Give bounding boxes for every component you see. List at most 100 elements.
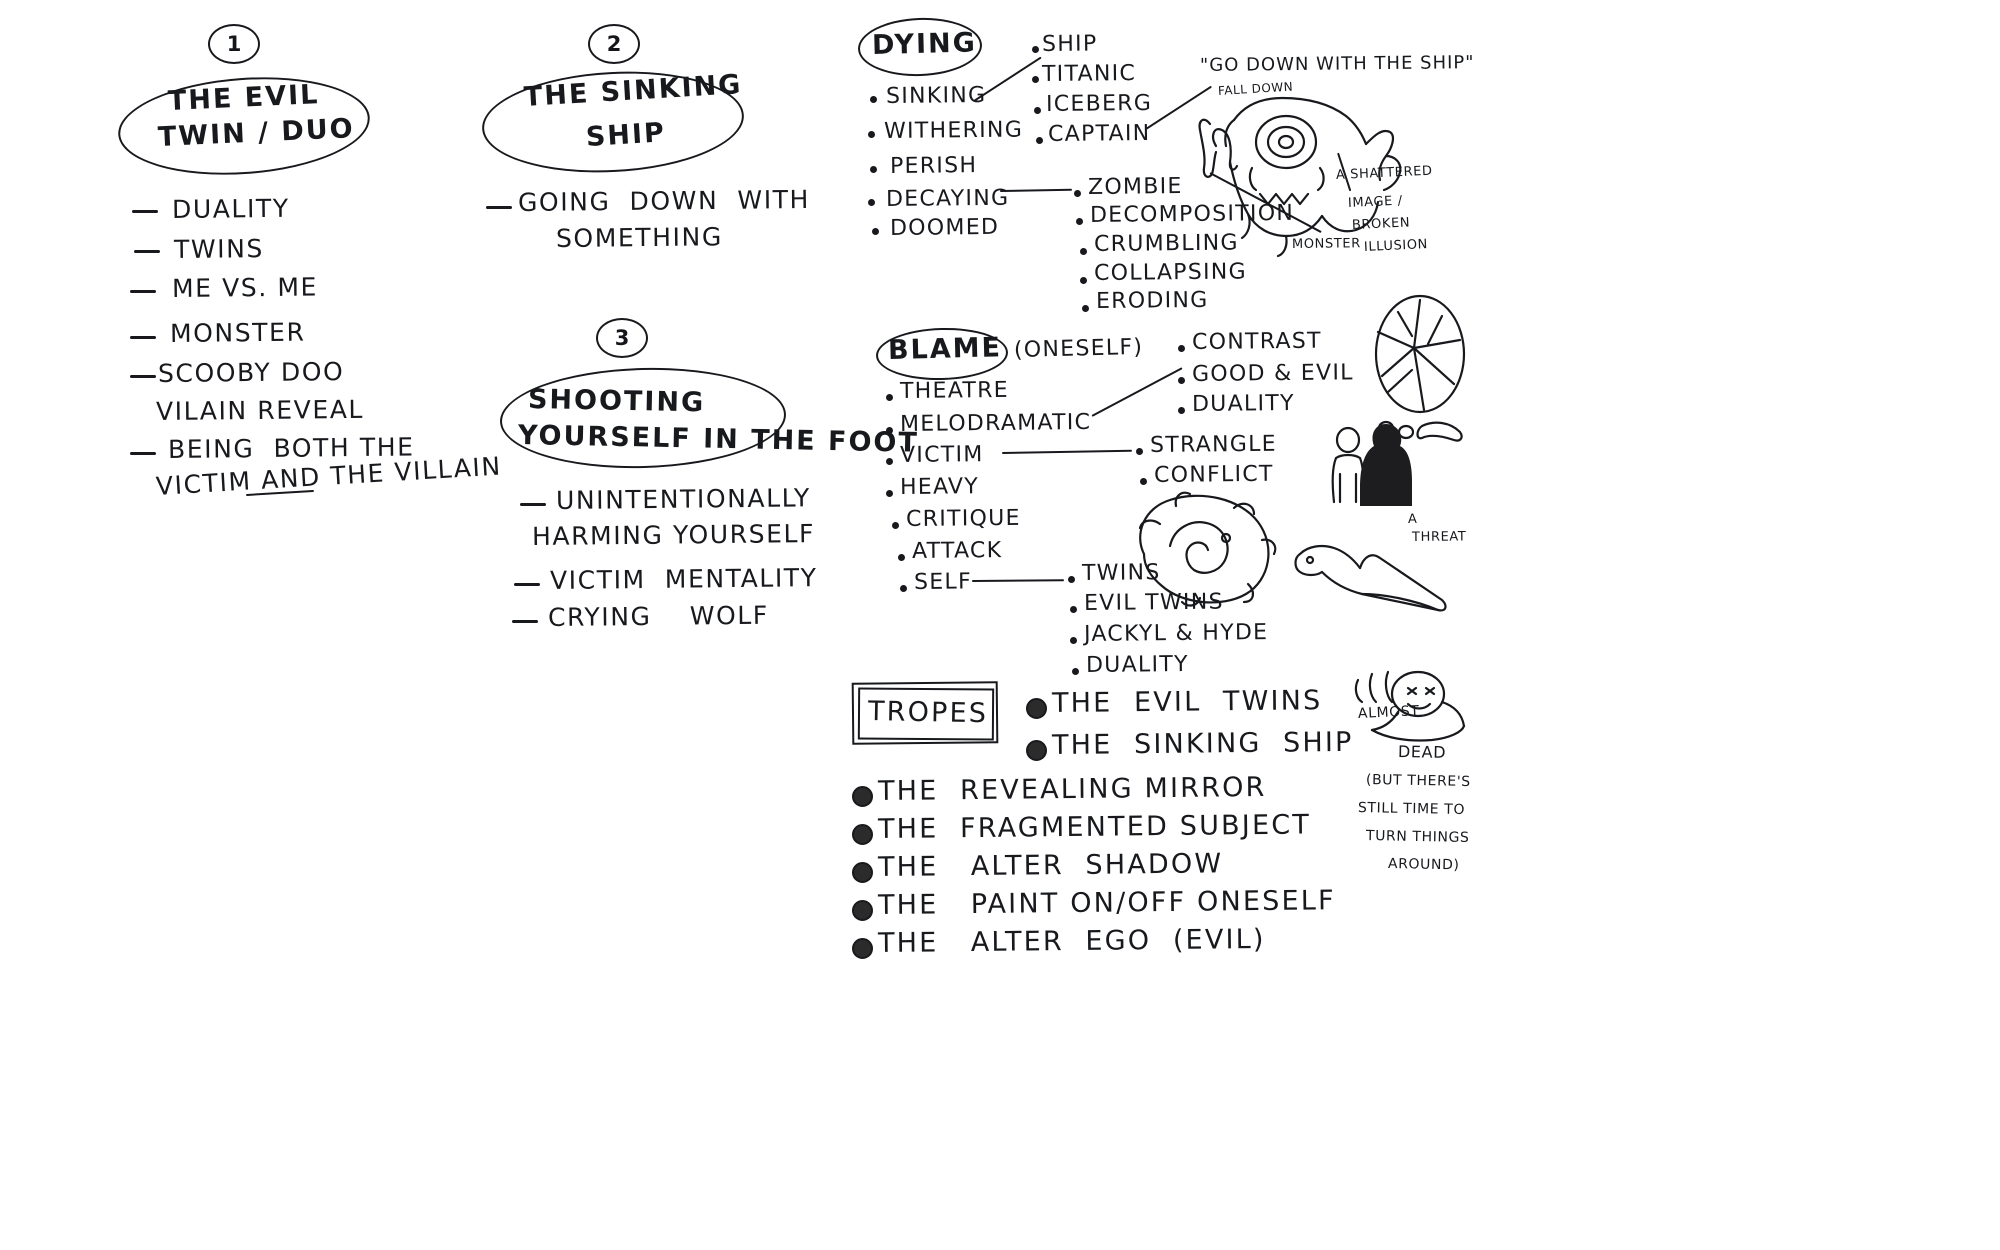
blame-item-0: THEATRE bbox=[899, 377, 1010, 404]
self-branch-3: DUALITY bbox=[1085, 651, 1189, 678]
connector-victim-strangle bbox=[1001, 449, 1132, 454]
bullet bbox=[1178, 407, 1185, 414]
list-dash bbox=[512, 620, 538, 623]
almost-dead-doodle bbox=[1354, 670, 1466, 742]
tropes-bullet bbox=[852, 786, 873, 807]
tropes-bullet bbox=[852, 862, 873, 883]
knife-threat-doodle bbox=[1294, 544, 1447, 612]
bullet bbox=[1036, 137, 1043, 144]
contrast-branch-1: GOOD & EVIL bbox=[1191, 360, 1354, 387]
bullet bbox=[1034, 107, 1041, 114]
dying-item-1: WITHERING bbox=[883, 117, 1024, 144]
concept-3-ellipse bbox=[498, 364, 788, 472]
ship-branch-2: ICEBERG bbox=[1045, 90, 1153, 117]
threat-label-line2: THREAT bbox=[1411, 529, 1467, 545]
decay-branch-0: ZOMBIE bbox=[1087, 174, 1183, 200]
connector-melodramatic-contrast bbox=[1091, 367, 1183, 417]
bullet bbox=[1080, 248, 1087, 255]
bullet bbox=[1032, 46, 1039, 53]
dying-item-4: DOOMED bbox=[889, 214, 1000, 241]
tropes-bottom-item-4: THE ALTER EGO (EVIL) bbox=[877, 923, 1266, 959]
tropes-bullet bbox=[1026, 740, 1047, 761]
tropes-bottom-item-2: THE ALTER SHADOW bbox=[877, 848, 1224, 883]
decay-branch-4: ERODING bbox=[1095, 287, 1209, 314]
concept-1-item-5: VILAIN REVEAL bbox=[155, 394, 365, 426]
almost-dead-line4: STILL TIME TO bbox=[1357, 800, 1466, 819]
blame-item-5: ATTACK bbox=[911, 538, 1003, 564]
concept-3-item-3: CRYING WOLF bbox=[547, 600, 769, 632]
almost-dead-line2: DEAD bbox=[1397, 742, 1447, 762]
list-dash bbox=[132, 210, 158, 213]
list-dash bbox=[486, 206, 512, 209]
bullet bbox=[1032, 76, 1039, 83]
bullet bbox=[1072, 668, 1079, 675]
monster-label: MONSTER bbox=[1291, 236, 1361, 252]
shattered-label-line2: IMAGE / bbox=[1347, 193, 1404, 211]
bullet bbox=[886, 458, 893, 465]
tropes-top-item-0: THE EVIL TWINS bbox=[1051, 685, 1323, 719]
concept-3-item-2: VICTIM MENTALITY bbox=[549, 563, 818, 595]
ship-branch-3: CAPTAIN bbox=[1047, 120, 1151, 147]
self-branch-2: JACKYL & HYDE bbox=[1083, 620, 1269, 647]
list-dash bbox=[130, 375, 156, 378]
bullet bbox=[1178, 345, 1185, 352]
tropes-bottom-item-3: THE PAINT ON/OFF ONESELF bbox=[877, 885, 1336, 921]
concept-1-number-badge: 1 bbox=[208, 24, 260, 64]
tropes-bullet bbox=[852, 824, 873, 845]
monster-doodle bbox=[1198, 96, 1402, 258]
shattered-mirror-doodle bbox=[1374, 294, 1466, 442]
dying-item-3: DECAYING bbox=[885, 185, 1010, 212]
bullet bbox=[1140, 478, 1147, 485]
concept-3-item-1: HARMING YOURSELF bbox=[531, 519, 816, 551]
list-dash bbox=[130, 290, 156, 293]
bullet bbox=[1178, 377, 1185, 384]
bullet bbox=[892, 522, 899, 529]
concept-3-title-line1: SHOOTING bbox=[527, 384, 706, 419]
connector-decaying-zombie bbox=[999, 188, 1073, 192]
threat-label-line1: A bbox=[1407, 511, 1418, 527]
tropes-bullet bbox=[852, 900, 873, 921]
concept-1-item-3: MONSTER bbox=[169, 317, 306, 348]
concept-1-item-2: ME VS. ME bbox=[171, 272, 319, 303]
bullet bbox=[870, 166, 877, 173]
connector-self-twins bbox=[971, 579, 1065, 582]
concept-1-number: 1 bbox=[226, 32, 242, 56]
bullet bbox=[868, 131, 875, 138]
dying-heading: DYING bbox=[871, 27, 978, 61]
almost-dead-line5: TURN THINGS bbox=[1365, 828, 1470, 846]
tropes-bullet bbox=[1026, 698, 1047, 719]
victim-branch-0: STRANGLE bbox=[1149, 431, 1278, 458]
shadow-figure-doodle bbox=[1360, 424, 1412, 506]
bullet bbox=[886, 394, 893, 401]
almost-dead-line6: AROUND) bbox=[1387, 856, 1460, 874]
bullet bbox=[1070, 637, 1077, 644]
bullet bbox=[1082, 305, 1089, 312]
almost-dead-line3: (BUT THERE'S bbox=[1365, 772, 1471, 791]
bullet bbox=[1070, 606, 1077, 613]
blame-heading: BLAME bbox=[887, 332, 1003, 366]
shattered-label-line3: BROKEN bbox=[1351, 215, 1411, 233]
bullet bbox=[886, 427, 893, 434]
contrast-branch-0: CONTRAST bbox=[1191, 328, 1322, 355]
blame-item-4: CRITIQUE bbox=[905, 505, 1021, 532]
bullet bbox=[1074, 190, 1081, 197]
concept-3-number-badge: 3 bbox=[596, 318, 648, 358]
bullet bbox=[898, 554, 905, 561]
tropes-box-label: TROPES bbox=[867, 696, 989, 730]
ship-branch-1: TITANIC bbox=[1041, 61, 1137, 87]
blame-item-1: MELODRAMATIC bbox=[899, 409, 1092, 437]
dying-item-0: SINKING bbox=[885, 82, 987, 109]
concept-2-number-badge: 2 bbox=[588, 24, 640, 64]
victim-branch-1: CONFLICT bbox=[1153, 461, 1274, 488]
bullet bbox=[1068, 576, 1075, 583]
almost-dead-line1: ALMOST bbox=[1357, 703, 1420, 722]
concept-1-item-4: SCOOBY DOO bbox=[157, 357, 345, 388]
tropes-top-item-1: THE SINKING SHIP bbox=[1051, 726, 1354, 761]
list-dash bbox=[130, 336, 156, 339]
concept-3-item-0: UNINTENTIONALLY bbox=[555, 483, 811, 515]
concept-3-number: 3 bbox=[614, 326, 630, 350]
bullet bbox=[870, 96, 877, 103]
contrast-branch-2: DUALITY bbox=[1191, 390, 1295, 417]
bullet bbox=[900, 585, 907, 592]
